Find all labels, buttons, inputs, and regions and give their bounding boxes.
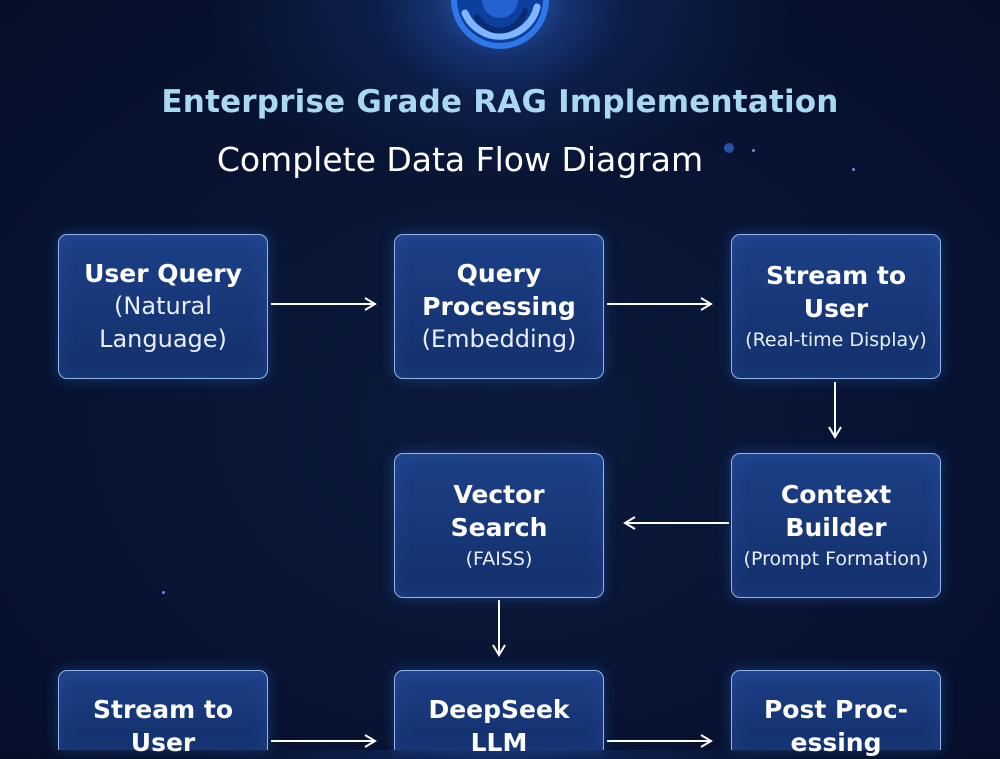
node-title: DeepSeek LLM bbox=[428, 695, 570, 757]
node-title: Vector Search bbox=[450, 479, 548, 542]
node-title: Stream to User bbox=[93, 695, 233, 757]
node-stream-to-user-2: Stream to User bbox=[58, 670, 268, 757]
node-description: (Real-time Display) bbox=[745, 328, 927, 351]
node-description: (FAISS) bbox=[465, 547, 533, 570]
decorative-star bbox=[752, 149, 755, 152]
swirl-logo-icon bbox=[451, 0, 549, 49]
node-deepseek-llm: DeepSeek LLM bbox=[394, 670, 604, 757]
node-vector-search: Vector Search (FAISS) bbox=[394, 453, 604, 598]
node-title: Context Builder bbox=[780, 479, 892, 542]
node-query-processing: Query Processing (Embedding) bbox=[394, 234, 604, 379]
diagram-title: Enterprise Grade RAG Implementation bbox=[161, 84, 839, 120]
node-stream-to-user: Stream to User (Real-time Display) bbox=[731, 234, 941, 379]
node-title: Stream to User bbox=[766, 260, 906, 323]
decorative-star bbox=[162, 591, 165, 594]
node-post-processing: Post Proc- essing bbox=[731, 670, 941, 757]
node-description: (Natural Language) bbox=[99, 292, 227, 353]
node-user-query: User Query (Natural Language) bbox=[58, 234, 268, 379]
diagram-subtitle: Complete Data Flow Diagram bbox=[216, 140, 704, 179]
node-context-builder: Context Builder (Prompt Formation) bbox=[731, 453, 941, 598]
node-title: Post Proc- essing bbox=[763, 695, 909, 757]
node-title: Query Processing bbox=[422, 259, 576, 321]
decorative-star bbox=[852, 168, 855, 171]
node-description: (Embedding) bbox=[421, 325, 577, 353]
decorative-star bbox=[724, 143, 734, 153]
node-title: User Query bbox=[84, 259, 242, 288]
node-description: (Prompt Formation) bbox=[743, 547, 929, 570]
